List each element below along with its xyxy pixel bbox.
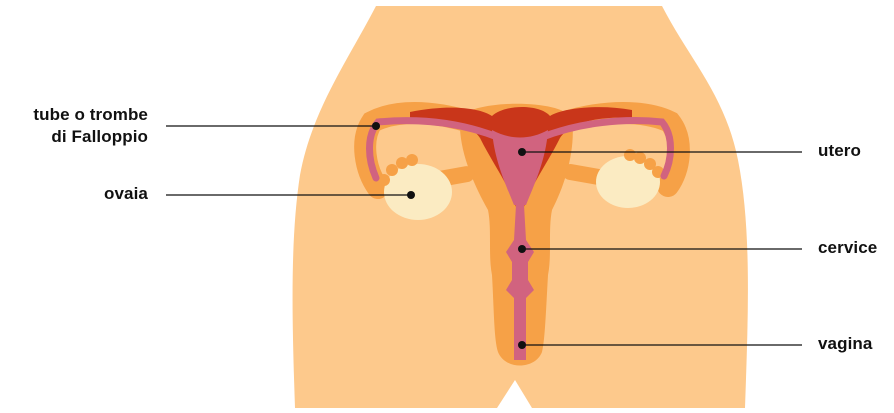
utero-dot xyxy=(518,148,526,156)
label-utero: utero xyxy=(818,140,861,162)
label-tube: tube o trombe di Falloppio xyxy=(2,104,148,148)
label-cervice: cervice xyxy=(818,237,877,259)
tube-dot xyxy=(372,122,380,130)
ovaia-dot xyxy=(407,191,415,199)
label-ovaia-text: ovaia xyxy=(2,183,148,205)
cervice-dot xyxy=(518,245,526,253)
label-vagina: vagina xyxy=(818,333,872,355)
label-tube-line1: tube o trombe xyxy=(2,104,148,126)
vagina-dot xyxy=(518,341,526,349)
label-ovaia: ovaia xyxy=(2,183,148,205)
label-utero-text: utero xyxy=(818,140,861,162)
label-tube-line2: di Falloppio xyxy=(2,126,148,148)
label-vagina-text: vagina xyxy=(818,333,872,355)
label-cervice-text: cervice xyxy=(818,237,877,259)
